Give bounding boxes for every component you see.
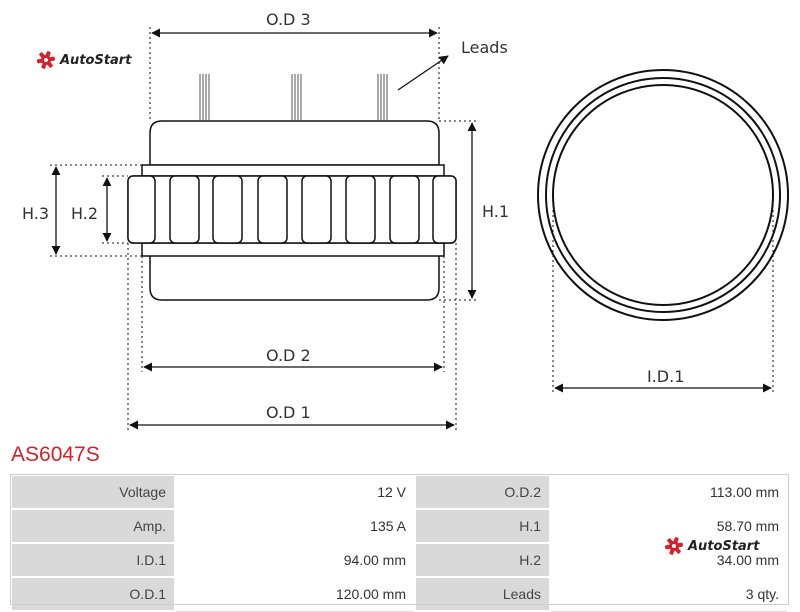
- table-row: O.D.1 120.00 mm Leads 3 qty.: [10, 576, 789, 612]
- spec-key: H.2: [414, 542, 551, 578]
- spec-key: Leads: [414, 576, 551, 612]
- gear-logo-icon: [36, 51, 56, 69]
- spec-key: Amp.: [10, 508, 176, 544]
- stator-tooth: [257, 175, 288, 244]
- stator-tooth: [212, 175, 243, 244]
- spec-key: H.1: [414, 508, 551, 544]
- outer-ring: [537, 69, 789, 321]
- lamination-top: [141, 164, 445, 177]
- stator-tooth: [432, 175, 457, 244]
- spec-key: O.D.1: [10, 576, 176, 612]
- dimension-lines: [50, 27, 774, 430]
- spec-key: Voltage: [10, 474, 176, 510]
- stator-side-view: [127, 120, 457, 301]
- spec-value: 113.00 mm: [549, 474, 789, 510]
- gear-logo-icon: [664, 537, 684, 555]
- od1-label: O.D 1: [266, 403, 311, 422]
- od2-label: O.D 2: [266, 346, 311, 365]
- stator-tooth: [127, 175, 156, 244]
- spec-value: 12 V: [174, 474, 416, 510]
- winding-bottom: [149, 244, 440, 301]
- stator-leads: [199, 74, 388, 121]
- brand-name: AutoStart: [688, 538, 760, 554]
- spec-value: 120.00 mm: [174, 576, 416, 612]
- stator-top-view: [537, 69, 789, 321]
- spec-table: Voltage 12 V O.D.2 113.00 mm Amp. 135 A …: [10, 474, 789, 612]
- leads-pointer: [397, 55, 449, 91]
- table-row: I.D.1 94.00 mm H.2 34.00 mm: [10, 542, 789, 578]
- stator-tooth: [389, 175, 420, 244]
- stator-tooth: [169, 175, 200, 244]
- spec-value: 94.00 mm: [174, 542, 416, 578]
- stator-technical-drawing: O.D 3 Leads H.1 H.3 H.2 O.D 2 O.D 1 I.D.…: [22, 10, 789, 430]
- spec-key: O.D.2: [414, 474, 551, 510]
- winding-top: [149, 120, 440, 166]
- spec-value: 58.70 mm: [549, 508, 789, 544]
- h1-label: H.1: [482, 202, 509, 221]
- part-code: AS6047S: [11, 443, 100, 466]
- leads-label: Leads: [461, 38, 508, 57]
- stator-tooth: [301, 175, 332, 244]
- spec-key: I.D.1: [10, 542, 176, 578]
- middle-ring: [545, 77, 781, 313]
- spec-value: 135 A: [174, 508, 416, 544]
- brand-name: AutoStart: [60, 52, 132, 68]
- inner-ring: [552, 84, 774, 306]
- spec-value: 3 qty.: [549, 576, 789, 612]
- od3-label: O.D 3: [266, 10, 311, 29]
- stator-tooth: [345, 175, 376, 244]
- h2-label: H.2: [71, 204, 98, 223]
- h3-label: H.3: [22, 204, 49, 223]
- table-row: Voltage 12 V O.D.2 113.00 mm: [10, 474, 789, 510]
- autostart-logo-top: AutoStart: [36, 50, 131, 70]
- id1-label: I.D.1: [647, 367, 684, 386]
- autostart-logo-bottom: AutoStart: [664, 536, 759, 556]
- lamination-bottom: [141, 242, 445, 257]
